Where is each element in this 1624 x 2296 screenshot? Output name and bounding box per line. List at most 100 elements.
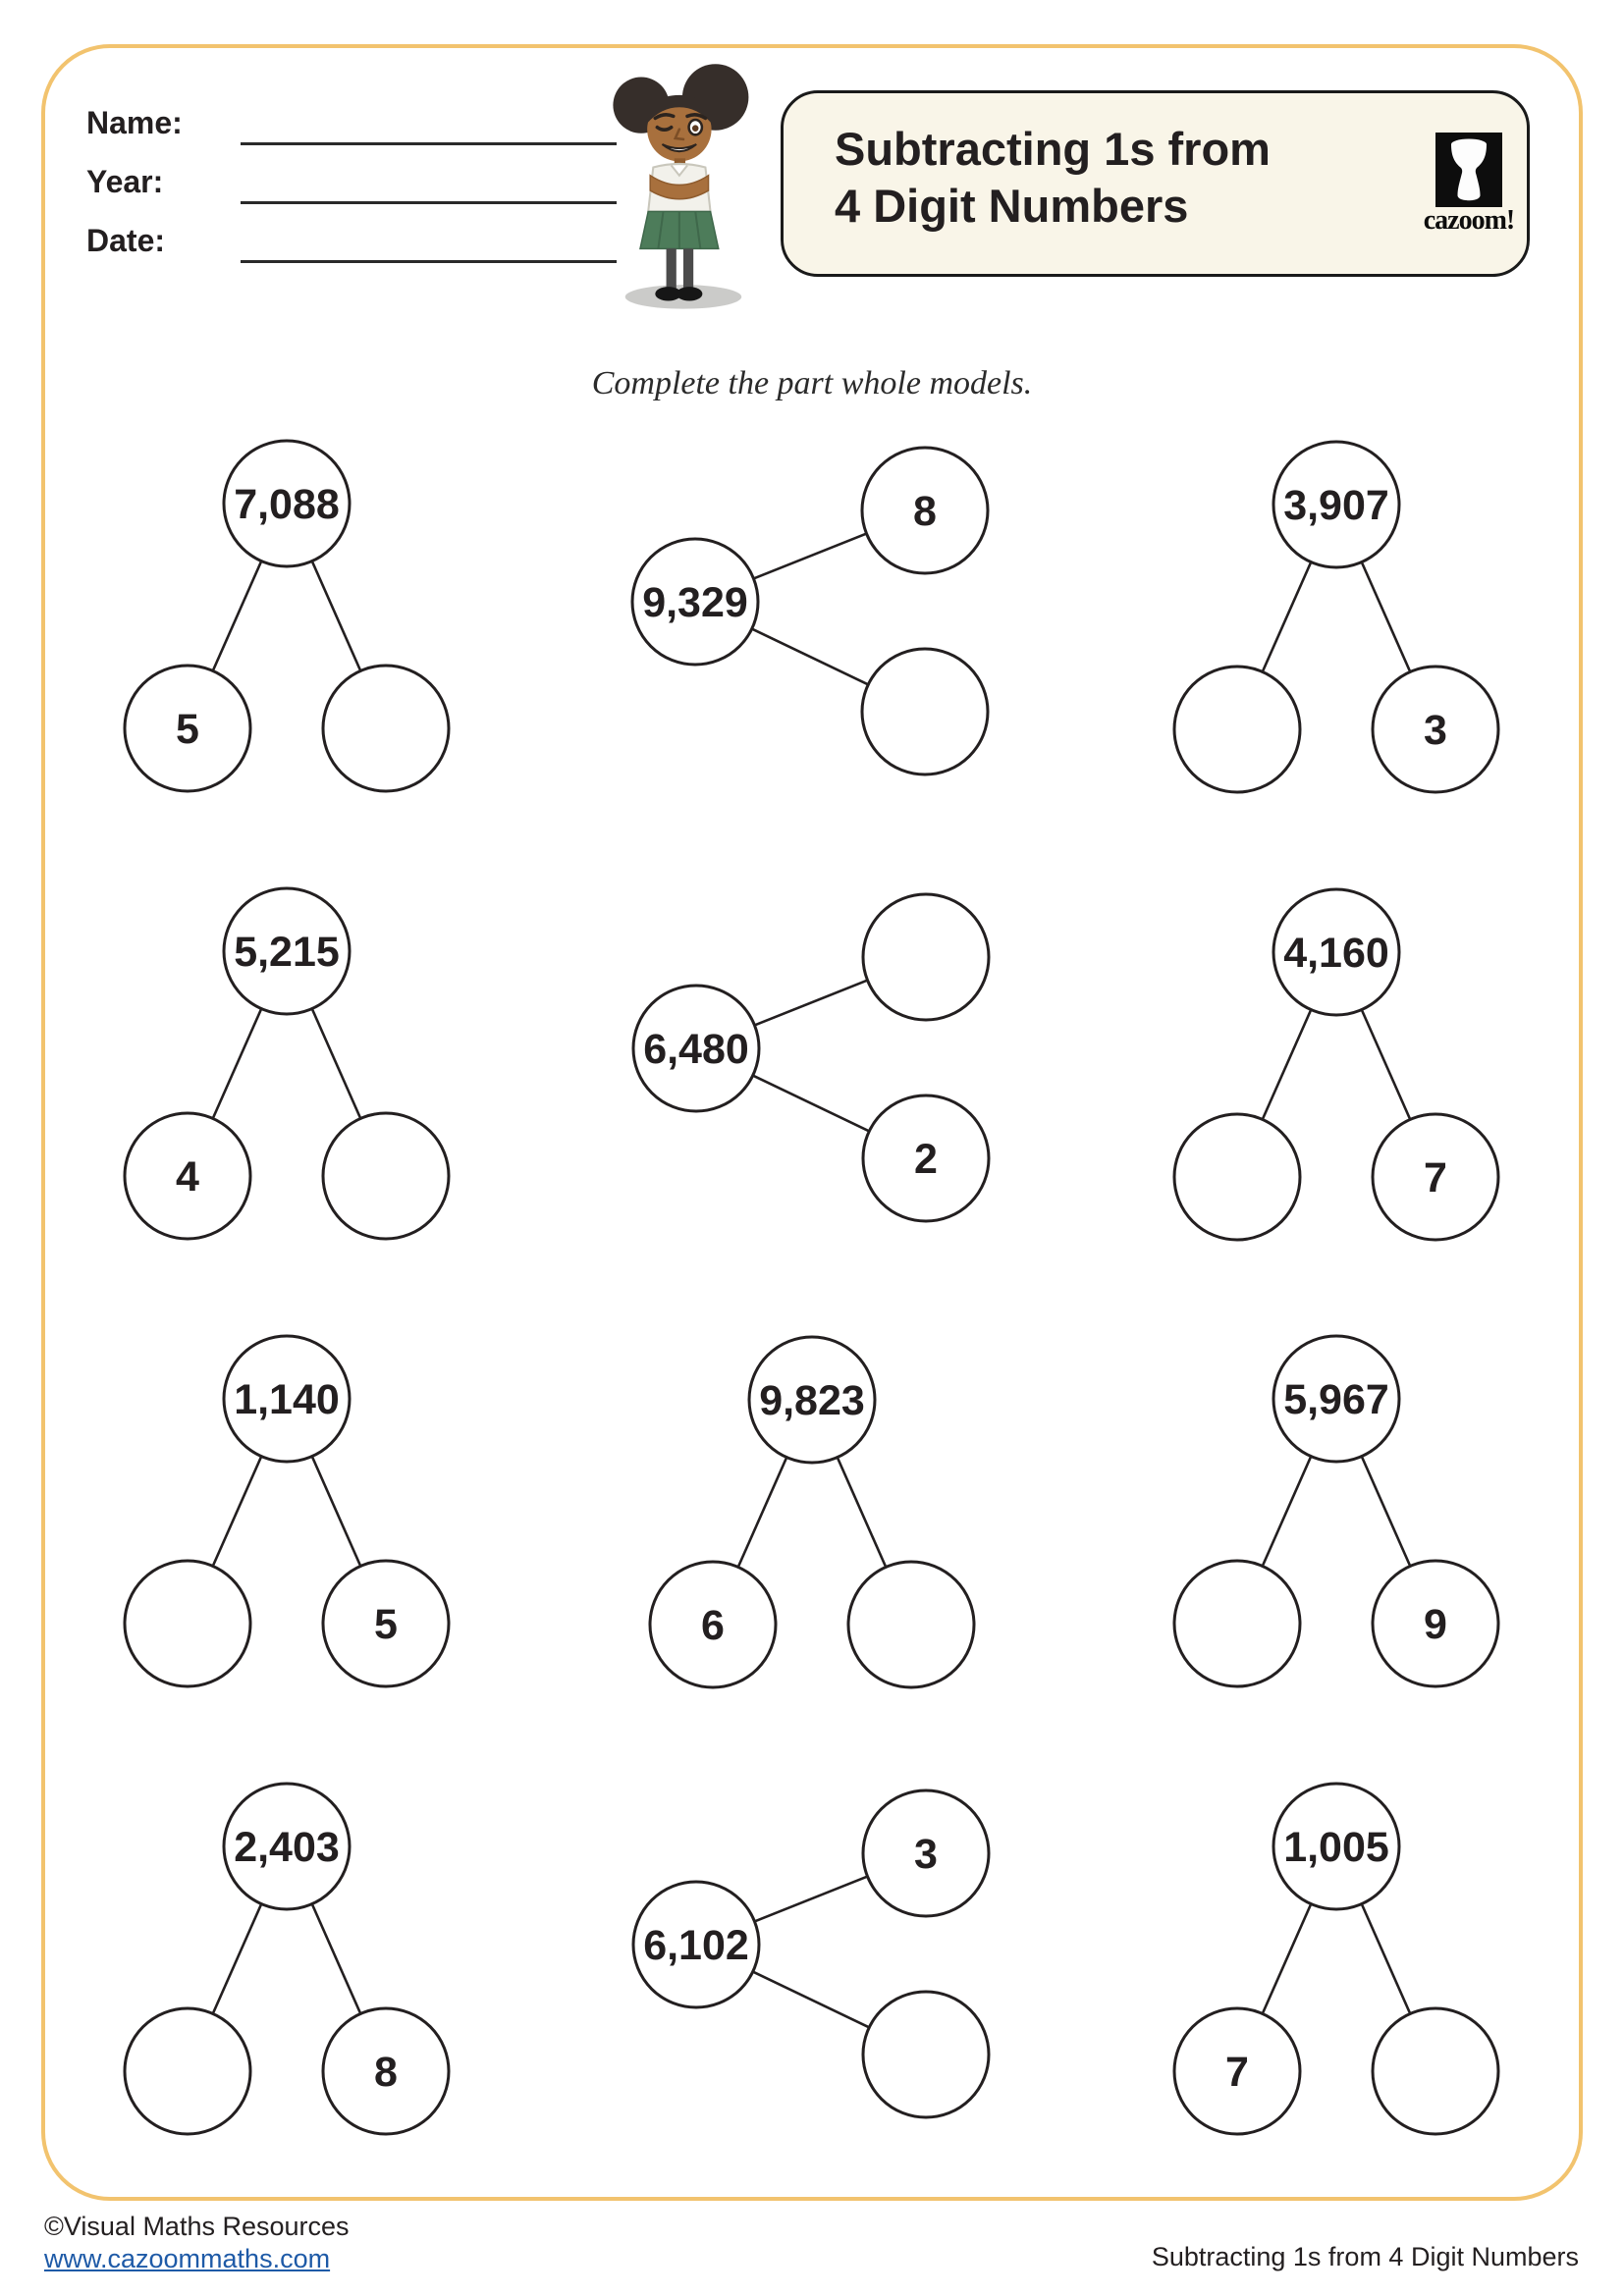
answer-circle-empty xyxy=(1172,1112,1302,1242)
answer-circle-empty xyxy=(846,1560,976,1689)
mascot-leg-right xyxy=(682,248,694,292)
footer-worksheet-title: Subtracting 1s from 4 Digit Numbers xyxy=(1151,2242,1579,2271)
mascot-crossed-arms xyxy=(649,174,710,200)
cazoom-logo-text: cazoom! xyxy=(1423,205,1516,236)
part-whole-model: 9,823 6 xyxy=(648,1335,976,1689)
part-circle xyxy=(860,446,990,575)
part-circle xyxy=(123,1111,252,1241)
answer-circle-empty xyxy=(321,1111,451,1241)
mascot-hairline xyxy=(647,94,712,124)
mascot-brow-left xyxy=(653,112,676,121)
connector-line xyxy=(836,1457,888,1568)
model-number: 3 xyxy=(1424,707,1447,754)
part-circle xyxy=(123,664,252,793)
part-whole-model: 7,088 5 xyxy=(123,439,451,793)
whole-circle xyxy=(1272,1782,1401,1911)
connector-line xyxy=(751,627,869,686)
page-border xyxy=(41,44,1583,2201)
model-number: 8 xyxy=(913,488,937,535)
model-number: 5,967 xyxy=(1283,1376,1389,1423)
model-number: 5 xyxy=(176,706,199,753)
answer-circle-empty xyxy=(123,1559,252,1688)
copyright-text: ©Visual Maths Resources xyxy=(44,2212,350,2241)
model-number: 2,403 xyxy=(234,1824,340,1871)
model-number: 4 xyxy=(176,1153,199,1201)
connector-line xyxy=(310,1456,362,1567)
mascot-shoe-left xyxy=(655,287,681,301)
year-label: Year: xyxy=(86,164,164,199)
connector-line xyxy=(211,1456,263,1567)
answer-circle-empty xyxy=(1172,665,1302,794)
website-link[interactable]: www.cazoommaths.com xyxy=(44,2244,331,2273)
connector-line xyxy=(1261,1009,1313,1120)
mascot-shoe-right xyxy=(676,287,703,301)
model-number: 6,102 xyxy=(643,1922,749,1969)
connector-line xyxy=(1360,1009,1412,1120)
model-number: 7 xyxy=(1424,1154,1447,1201)
part-circle xyxy=(1371,1112,1500,1242)
answer-circle-empty xyxy=(1172,1559,1302,1688)
connector-line xyxy=(1261,561,1313,672)
year-write-line xyxy=(241,162,617,204)
connector-line xyxy=(211,561,263,671)
model-number: 3,907 xyxy=(1283,482,1389,529)
part-whole-model: 9,329 8 xyxy=(630,446,990,776)
model-number: 9,329 xyxy=(642,579,748,626)
answer-circle-empty xyxy=(861,892,991,1022)
part-circle xyxy=(1371,1559,1500,1688)
mascot-leg-left xyxy=(666,248,677,292)
footer-left: ©Visual Maths Resources www.cazoommaths.… xyxy=(44,2211,350,2275)
mascot-brow-right xyxy=(685,112,708,121)
whole-circle xyxy=(1272,440,1401,569)
whole-circle xyxy=(631,984,761,1113)
mascot-eye-wink xyxy=(655,125,674,132)
title-box: Subtracting 1s from 4 Digit Numbers cazo… xyxy=(781,90,1530,277)
date-field-row: Date: xyxy=(86,218,617,263)
whole-circle xyxy=(747,1335,877,1465)
part-circle xyxy=(861,1094,991,1223)
connector-line xyxy=(753,532,867,580)
connector-line xyxy=(1360,561,1412,672)
date-write-line xyxy=(241,221,617,263)
whole-circle xyxy=(222,439,352,568)
mascot-smile xyxy=(661,143,697,153)
answer-circle-empty xyxy=(860,647,990,776)
model-number: 7,088 xyxy=(234,481,340,528)
connector-line xyxy=(1360,1456,1412,1567)
cazoom-logo: cazoom! xyxy=(1410,133,1528,237)
whole-circle xyxy=(222,1782,352,1911)
model-number: 5 xyxy=(374,1601,398,1648)
connector-line xyxy=(211,1008,263,1119)
connector-line xyxy=(754,979,868,1027)
whole-circle xyxy=(222,1334,352,1464)
model-number: 7 xyxy=(1225,2049,1249,2096)
connector-line xyxy=(1261,1456,1313,1567)
part-circle xyxy=(321,2006,451,2136)
name-write-line xyxy=(241,103,617,145)
answer-circle-empty xyxy=(861,1990,991,2119)
model-number: 6,480 xyxy=(643,1026,749,1073)
mascot-girl-illustration xyxy=(613,64,749,309)
model-number: 6 xyxy=(701,1602,725,1649)
djembe-drum-icon xyxy=(1435,133,1502,207)
year-field-row: Year: xyxy=(86,159,617,204)
connector-line xyxy=(752,1970,870,2029)
answer-circle-empty xyxy=(123,2006,252,2136)
connector-line xyxy=(310,1008,362,1119)
model-number: 9,823 xyxy=(759,1377,865,1424)
part-circle xyxy=(648,1560,778,1689)
connector-line xyxy=(1261,1903,1313,2014)
mascot-skirt-pleats xyxy=(657,211,702,249)
whole-circle xyxy=(1272,887,1401,1017)
answer-circle-empty xyxy=(321,664,451,793)
connector-line xyxy=(752,1074,870,1133)
